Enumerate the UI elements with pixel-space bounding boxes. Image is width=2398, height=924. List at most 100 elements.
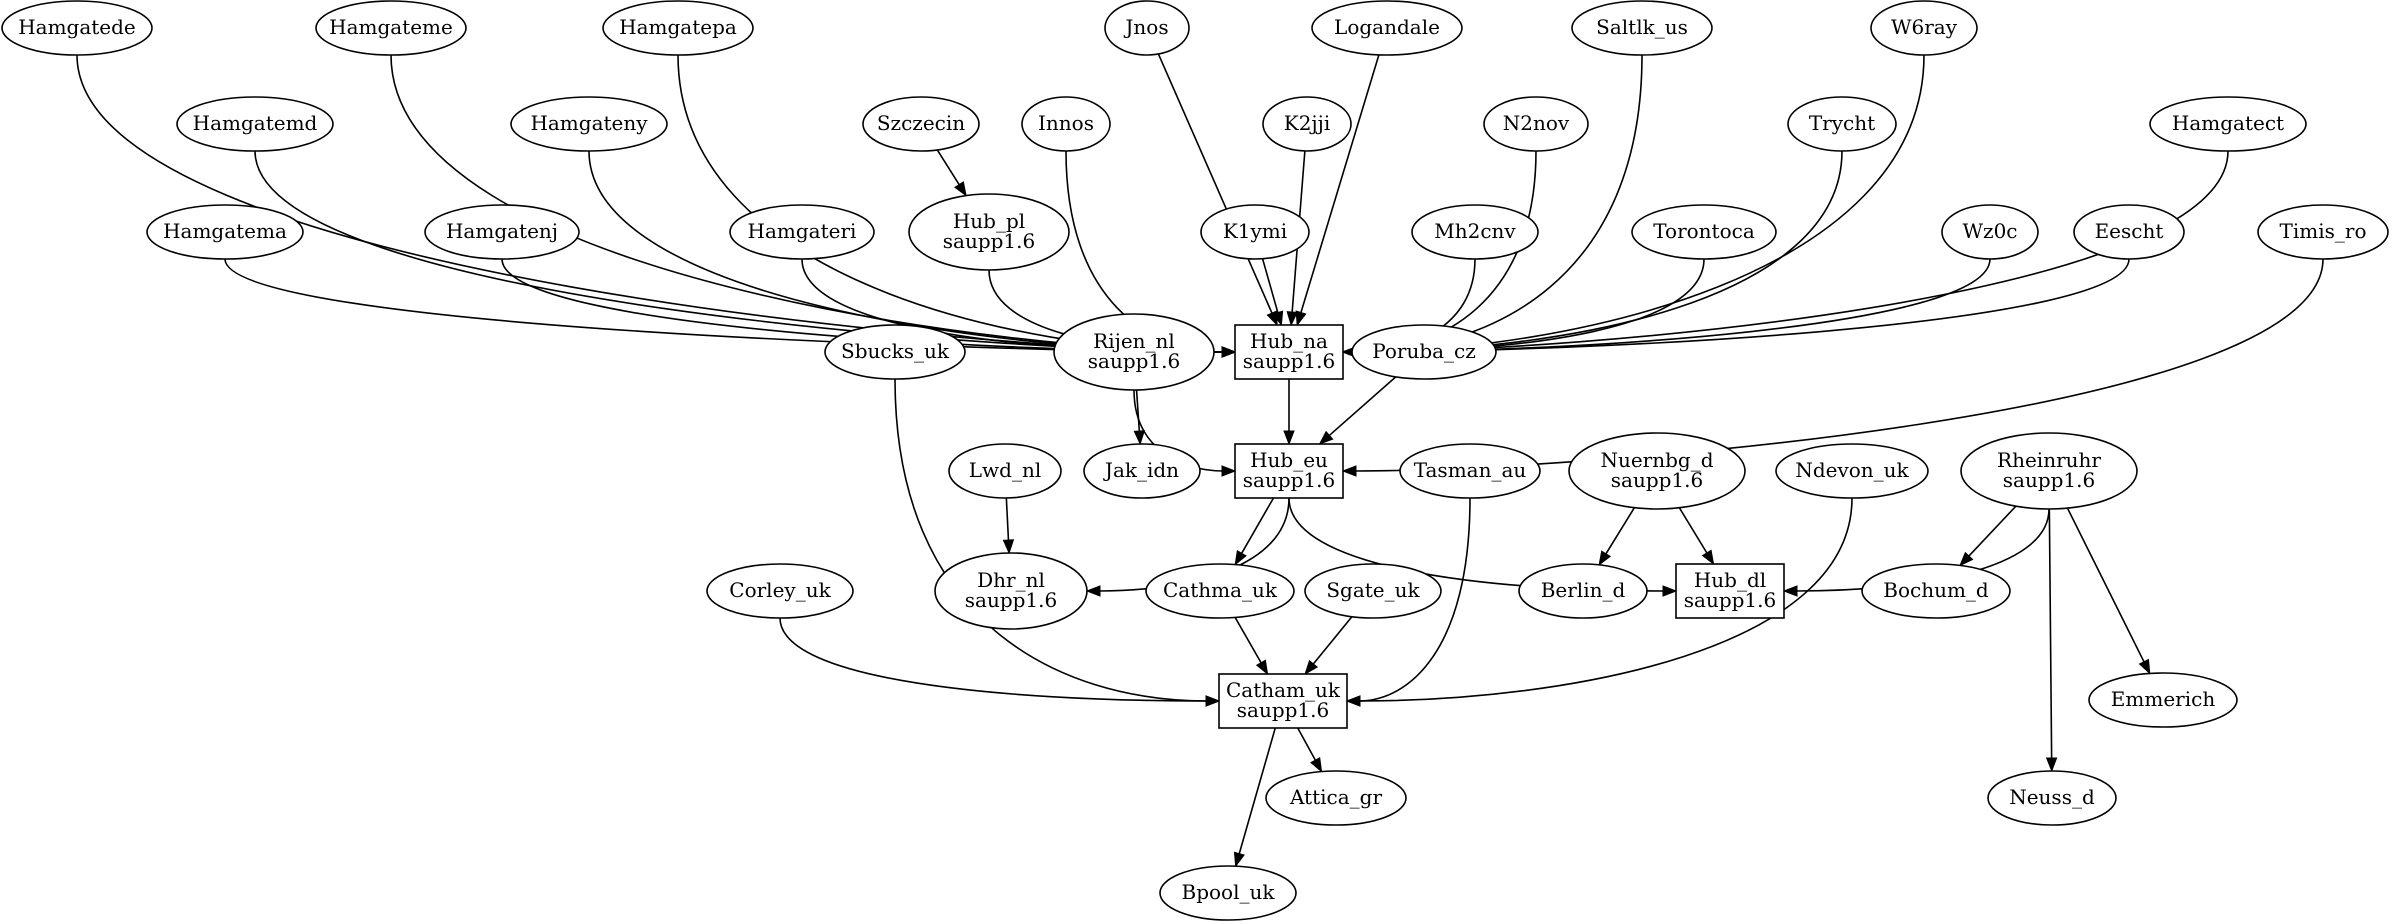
arrowhead xyxy=(1283,430,1295,446)
arrowhead xyxy=(1782,585,1798,597)
node-ellipse xyxy=(1870,0,1978,56)
node-label: Mh2cnv xyxy=(1434,219,1516,243)
arrowhead xyxy=(1205,695,1221,707)
node-ellipse xyxy=(424,204,580,260)
node-corley-uk: Corley_uk xyxy=(706,563,854,619)
node-label: Poruba_cz xyxy=(1372,339,1476,363)
edge-line xyxy=(1967,505,2017,558)
edges-layer xyxy=(76,53,2324,868)
node-label: W6ray xyxy=(1891,15,1958,39)
node-ellipse xyxy=(1304,563,1442,619)
node-ellipse xyxy=(1411,204,1539,260)
node-tasman-au: Tasman_au xyxy=(1399,443,1541,499)
arrowhead xyxy=(1234,550,1247,566)
arrowhead xyxy=(1662,585,1678,597)
node-ellipse xyxy=(315,0,467,56)
node-label: Logandale xyxy=(1334,15,1440,39)
node-label: saupp1.6 xyxy=(965,588,1057,612)
node-label: Bpool_uk xyxy=(1182,880,1276,904)
node-ellipse xyxy=(1518,563,1648,619)
node-ellipse xyxy=(1483,96,1589,152)
node-szczecin: Szczecin xyxy=(862,96,980,152)
arrowhead xyxy=(2138,658,2151,675)
node-label: Hamgateny xyxy=(530,111,648,135)
node-label: Timis_ro xyxy=(2280,219,2367,243)
arrowhead xyxy=(1286,311,1298,327)
node-ellipse xyxy=(146,204,304,260)
edge-line xyxy=(1005,497,1010,542)
arrowhead xyxy=(1310,756,1323,773)
arrowhead xyxy=(1002,539,1015,555)
edge-line xyxy=(1299,54,1380,314)
edge-poruba-cz-to-hub-eu xyxy=(1318,376,1397,445)
node-label: saupp1.6 xyxy=(1243,468,1335,492)
node-ellipse xyxy=(1053,313,1215,391)
edge-nuernbg-d-to-berlin-d xyxy=(1598,507,1636,567)
edge-line xyxy=(1234,617,1263,664)
edge-rheinruhr-to-emmerich xyxy=(2066,507,2151,675)
arrowhead xyxy=(1318,430,1334,445)
edge-lwd-nl-to-dhr-nl xyxy=(1002,497,1015,555)
node-label: Dhr_nl xyxy=(977,568,1045,592)
node-saltlk-us: Saltlk_us xyxy=(1571,0,1713,56)
edge-rheinruhr-to-neuss-d xyxy=(2045,508,2058,773)
node-trycht: Trycht xyxy=(1787,96,1897,152)
edge-line xyxy=(2048,508,2053,760)
node-label: saupp1.6 xyxy=(1611,468,1703,492)
node-ellipse xyxy=(602,0,754,56)
node-label: K1ymi xyxy=(1223,219,1287,243)
arrowhead xyxy=(1133,430,1145,446)
node-ellipse xyxy=(824,324,966,380)
arrowhead xyxy=(1233,851,1245,868)
node-hamgatede: Hamgatede xyxy=(1,0,153,56)
edge-line xyxy=(1354,54,1643,353)
arrowhead xyxy=(1085,585,1101,597)
edge-line xyxy=(2066,507,2146,664)
edge-sgate-uk-to-catham-uk xyxy=(1304,616,1353,676)
node-label: K2jji xyxy=(1284,111,1330,135)
node-emmerich: Emmerich xyxy=(2088,672,2238,728)
arrowhead xyxy=(1272,310,1284,327)
node-ellipse xyxy=(1568,432,1746,510)
edge-line xyxy=(1297,727,1317,762)
arrowhead xyxy=(2045,757,2058,773)
node-label: Hub_dl xyxy=(1694,568,1766,592)
node-ellipse xyxy=(1262,96,1352,152)
node-ellipse xyxy=(1787,96,1897,152)
node-label: Ndevon_uk xyxy=(1795,458,1909,482)
node-innos: Innos xyxy=(1021,96,1111,152)
node-mh2cnv: Mh2cnv xyxy=(1411,204,1539,260)
node-label: Torontoca xyxy=(1653,219,1755,243)
node-label: Tasman_au xyxy=(1414,458,1527,482)
arrowhead xyxy=(1295,310,1307,327)
arrowhead xyxy=(1341,465,1357,477)
node-label: Hamgatema xyxy=(163,219,287,243)
node-timis-ro: Timis_ro xyxy=(2257,204,2389,260)
edge-corley-uk-to-catham-uk xyxy=(779,617,1221,707)
node-hamgateri: Hamgateri xyxy=(729,204,875,260)
node-ellipse xyxy=(1311,0,1463,56)
node-hamgateme: Hamgateme xyxy=(315,0,467,56)
node-label: Emmerich xyxy=(2111,687,2216,711)
node-label: Hamgateri xyxy=(748,219,857,243)
node-ellipse xyxy=(1265,770,1407,826)
node-neuss-d: Neuss_d xyxy=(1987,770,2117,826)
node-label: Trycht xyxy=(1809,111,1875,135)
node-hamgateny: Hamgateny xyxy=(510,96,668,152)
node-box xyxy=(1234,324,1344,380)
node-label: Saltlk_us xyxy=(1596,15,1688,39)
node-ndevon-uk: Ndevon_uk xyxy=(1775,443,1929,499)
node-ellipse xyxy=(934,552,1088,630)
edge-hub-eu-to-cathma-uk xyxy=(1234,497,1275,566)
node-k1ymi: K1ymi xyxy=(1200,204,1310,260)
node-poruba-cz: Poruba_cz xyxy=(1351,324,1497,380)
edge-line xyxy=(894,378,1208,702)
node-ellipse xyxy=(1351,324,1497,380)
node-label: Rijen_nl xyxy=(1093,329,1175,353)
node-ellipse xyxy=(1200,204,1310,260)
node-bochum-d: Bochum_d xyxy=(1861,563,2011,619)
